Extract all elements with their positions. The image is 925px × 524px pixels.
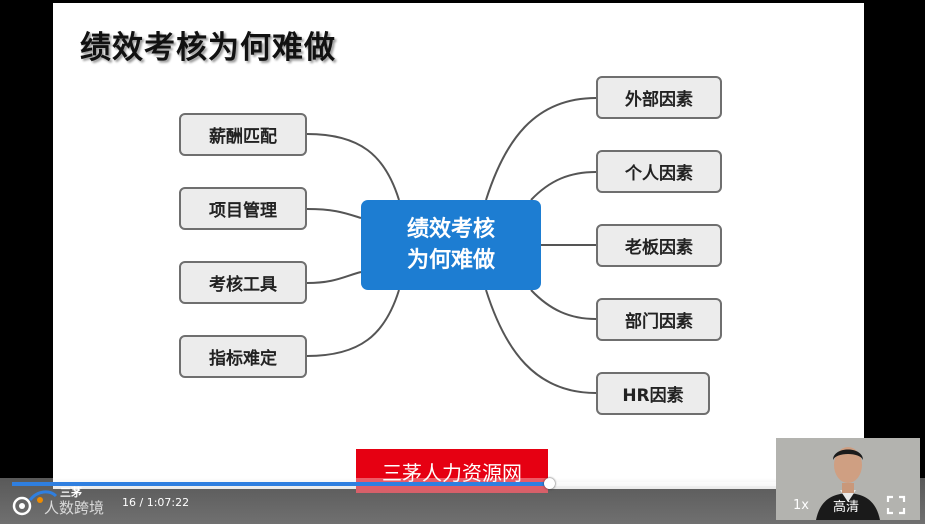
node-hr-factors: HR因素 <box>596 372 710 415</box>
node-indicator-difficulty: 指标难定 <box>179 335 307 378</box>
node-project-management: 项目管理 <box>179 187 307 230</box>
slide-title: 绩效考核为何难做 <box>80 30 336 66</box>
node-personal-factors: 个人因素 <box>596 150 722 193</box>
node-boss-factors: 老板因素 <box>596 224 722 267</box>
brand-tagline: 人数跨境 <box>44 499 105 517</box>
playback-speed-button[interactable]: 1x <box>793 497 809 513</box>
quality-button[interactable]: 高清 <box>832 499 859 515</box>
fullscreen-icon[interactable] <box>884 493 908 517</box>
brand-logo-icon <box>12 490 58 516</box>
node-department-factors: 部门因素 <box>596 298 722 341</box>
node-salary-match: 薪酬匹配 <box>179 113 307 156</box>
center-node-line1: 绩效考核 <box>406 217 495 242</box>
presenter-video-icon <box>776 438 920 520</box>
center-node: 绩效考核 为何难做 <box>361 200 541 290</box>
brand-name: 三茅 <box>60 486 82 499</box>
time-display: 16 / 1:07:22 <box>122 496 190 509</box>
node-external-factors: 外部因素 <box>596 76 722 119</box>
node-assessment-tools: 考核工具 <box>179 261 307 304</box>
center-node-line2: 为何难做 <box>406 248 495 273</box>
progress-fill <box>12 482 550 486</box>
progress-bar[interactable] <box>12 478 912 489</box>
progress-thumb[interactable] <box>544 478 556 489</box>
webcam-overlay <box>776 438 920 520</box>
